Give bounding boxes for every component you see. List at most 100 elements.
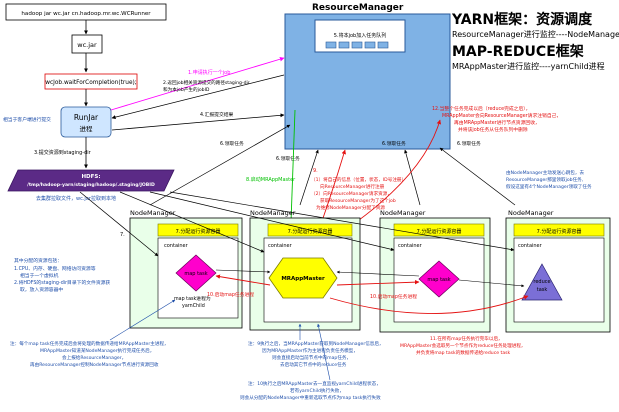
node-manager-title: NodeManager <box>130 209 176 217</box>
resources-note: 其中分配的资源包括： 1.CPU、内存、硬盘、网络访问资源等 相当于一个虚拟机 … <box>14 257 110 293</box>
map-task-note: yarnChild <box>182 303 205 309</box>
step-10-label-left: 10.启动map任务进程 <box>207 291 254 298</box>
jar-box <box>71 34 103 54</box>
step-9-line: 9. <box>313 168 318 174</box>
node-manager-title: NodeManager <box>508 209 554 217</box>
job-queue-label: 5.将本job加入任务队列 <box>334 32 386 39</box>
step-9-line: 向ResourceManager进行注册 <box>320 183 385 190</box>
resources-note-line: 2.将HDFS的staging-dir目录下的文件资源获 <box>14 279 110 286</box>
resource-manager-title: ResourceManager <box>312 3 404 13</box>
resource-slot-label: 7.分配运行资源容器 <box>537 228 582 235</box>
command-text: hadoop jar wc.jar cn.hadoop.mr.wc.WCRunn… <box>21 11 151 17</box>
mapreduce-subtitle: MRAppMaster进行监控----yarnChild进程 <box>452 61 605 71</box>
bottom-note-line: 会上报给ResourceManager， <box>62 354 126 361</box>
heartbeat-note-line: ResourceManager那里领取job任务, <box>506 176 584 183</box>
arrow-map-to-reduce <box>458 279 525 288</box>
reduce-task-label: task <box>537 287 548 293</box>
yarn-subtitle: ResourceManager进行监控----NodeManager <box>452 29 619 39</box>
step-12-note: 12.当整个任务完成以后（reduce完成之后）， MRAppMaster会向R… <box>432 105 561 133</box>
wait-label: wcJob.waitForCompletion(true); <box>45 80 137 86</box>
arrow-map-result-right <box>336 270 420 277</box>
yarn-title: YARN框架：资源调度 <box>451 11 593 28</box>
arrow-note-1 <box>109 299 176 341</box>
client-side-note: 相当于客户端进行提交 <box>3 116 51 123</box>
bottom-note-line: 因为MRAppMaster作为主进程负责任务模型， <box>262 347 358 354</box>
hdfs-path: /tmp/hadoop-yarn/staging/hadoop/.staging… <box>27 182 155 188</box>
arrow-step-7-node3 <box>149 191 395 251</box>
arrow-step-6-node2 <box>299 149 319 206</box>
container-box <box>513 237 605 323</box>
step-9-line: 获取ResourceManager为了这个job <box>320 197 396 204</box>
container-label: container <box>398 243 423 249</box>
step-10-label-right: 10.启动map任务进程 <box>370 293 417 300</box>
reduce-task-triangle <box>521 263 563 301</box>
arrow-map-result-left <box>215 269 271 274</box>
bottom-note-line: 注：9执行之后，当MRAppMaster获取到NodeManager信息后， <box>248 340 384 347</box>
arrow-step-4 <box>111 113 285 131</box>
map-task-diamond <box>175 254 217 292</box>
heartbeat-note: 由NodeManager主动发送心跳包，去 ResourceManager那里领… <box>506 169 592 190</box>
node-manager-1: NodeManager 7.分配运行资源容器 container map tas… <box>129 209 243 329</box>
resource-slot-label: 7.分配运行资源容器 <box>417 228 462 235</box>
step-4-label: 4.汇报提交结果 <box>200 111 234 118</box>
bottom-note-line: 再由ResourceManager控制NodeManager节点进行资源回收 <box>30 361 159 368</box>
heartbeat-note-line: 由NodeManager主动发送心跳包，去 <box>506 169 584 176</box>
bottom-note-2: 注：9执行之后，当MRAppMaster获取到NodeManager信息后， 因… <box>248 340 384 368</box>
map-task-label: map task <box>184 271 207 277</box>
bottom-note-line: MRAppMaster知道某NodeManager执行完成任务后， <box>40 347 154 354</box>
copy-files-note: 去集群拉取文件，wc.jar拉取到本地 <box>36 195 116 202</box>
step-12-line: 12.当整个任务完成以后（reduce完成之后）， <box>432 105 530 112</box>
hdfs-label: HDFS: <box>81 174 100 180</box>
step-6-label-node1: 6.领取任务 <box>220 140 244 147</box>
arrow-step-6-node4 <box>439 147 516 206</box>
map-task-note: map task进程为 <box>174 295 211 302</box>
bottom-note-line: 注：每个map task任务完成后会将处理的数据传递给MRAppMaster主进… <box>10 340 169 347</box>
step-7-label: 7. <box>120 232 125 238</box>
runjar-subtitle: 进程 <box>80 124 94 133</box>
step-9-note: 9. （1）将自己的信息（位置，状态，ID号注册） 向ResourceManag… <box>311 168 406 211</box>
step-9-line: （2）向ResourceManager请求资源， <box>311 190 392 197</box>
node-manager-4: NodeManager 7.分配运行资源容器 container reduce … <box>505 209 611 333</box>
hdfs-banner <box>7 169 175 192</box>
arrow-step-6-node1 <box>149 124 291 206</box>
mrappmaster-hexagon <box>268 257 338 299</box>
node-manager-2: NodeManager 7.分配运行资源容器 container MRAppMa… <box>249 209 361 331</box>
reduce-task-label: reduce <box>533 279 550 285</box>
step-11-line: MRAppMaster会选取另一个节点作为reduce任务处理进程， <box>400 342 526 349</box>
container-label: container <box>518 243 543 249</box>
bottom-note-line: 若有yarnChild执行失败， <box>290 387 344 394</box>
step-12-line: 再由MRAppMaster进行节点资源回收， <box>454 119 540 126</box>
step-11-line: 11.在所有map任务执行完毕以后， <box>430 335 503 342</box>
node-manager-title: NodeManager <box>250 209 296 217</box>
arrow-step-7-node1 <box>79 191 159 257</box>
arrow-note-3 <box>317 323 331 381</box>
mapreduce-title: MAP-REDUCE框架 <box>452 43 584 60</box>
step-2-label-line2: 和为本job产生的jobID <box>163 86 210 93</box>
arrow-step-6-node3 <box>404 149 421 206</box>
mrappmaster-label: MRAppMaster <box>281 276 325 282</box>
arrow-step-10-right <box>336 279 420 286</box>
arrow-step-11 <box>329 295 529 314</box>
arrow-step-1 <box>110 57 285 111</box>
step-2-label-line1: 2.返回job相关资源提交的路径staging-dir <box>163 79 250 86</box>
resources-note-line: 其中分配的资源包括： <box>14 257 62 264</box>
step-11-note: 11.在所有map任务执行完毕以后， MRAppMaster会选取另一个节点作为… <box>400 335 526 356</box>
step-6-label-node3: 6.领取任务 <box>382 140 406 147</box>
runjar-title: RunJar <box>74 113 99 122</box>
resources-note-line: 相当于一个虚拟机 <box>20 272 59 279</box>
queue-slot-icons <box>325 41 389 49</box>
step-12-line: MRAppMaster会向ResourceManager请求注销自己， <box>442 112 561 119</box>
resource-slot <box>513 223 605 237</box>
step-8-label: 8.启动MRAppMaster <box>246 176 296 183</box>
map-task-diamond <box>418 260 460 298</box>
step-6-label-node2: 6.领取任务 <box>276 155 300 162</box>
step-12-line: 并将该job任务从任务队列中删除 <box>458 126 528 133</box>
step-9-line: （1）将自己的信息（位置，状态，ID号注册） <box>311 176 406 183</box>
resources-note-line: 1.CPU、内存、硬盘、网络访问资源等 <box>14 265 96 272</box>
step-3-label: 3.提交资源到staging-dir <box>34 149 92 156</box>
bottom-note-line: 注：10执行之后MRAppMaster去一直监视yarnChild进程状态， <box>248 380 381 387</box>
step-9-line: 为维修NodeManager分配了资源 <box>316 204 385 211</box>
arrow-step-10-left <box>215 274 271 286</box>
step-6-label-node4: 6.领取任务 <box>457 140 481 147</box>
